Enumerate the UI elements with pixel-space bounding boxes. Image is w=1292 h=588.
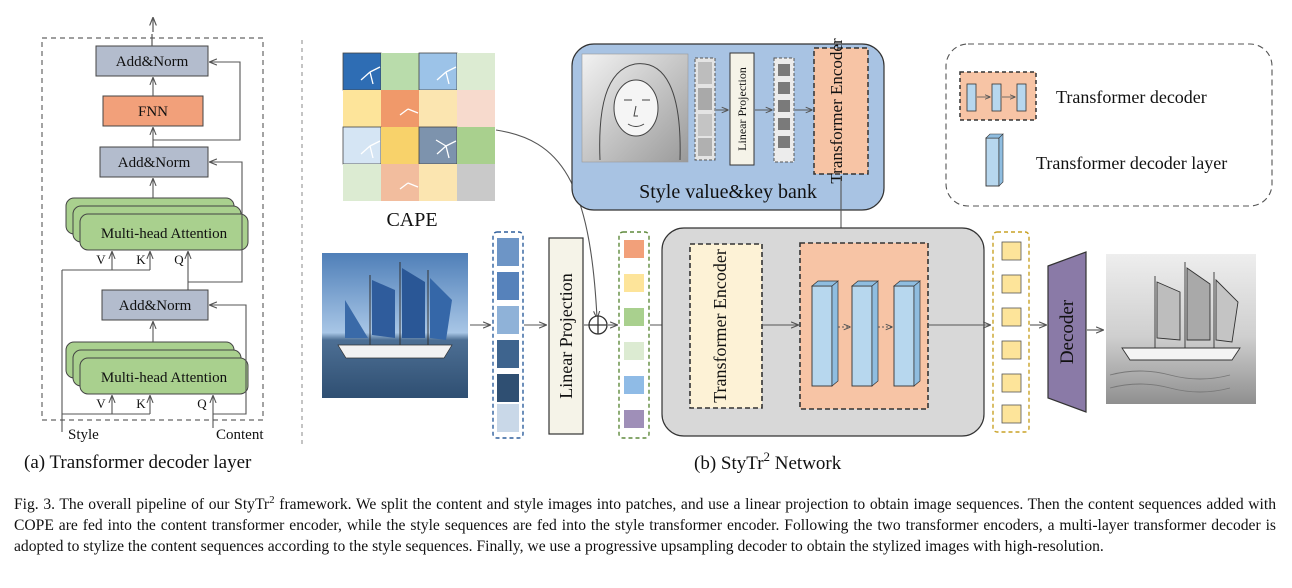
add-norm-low [101, 289, 209, 321]
mha-low-label: Multi-head Attention [101, 370, 228, 386]
linear-projection-small [729, 52, 755, 166]
legend-decoder-label: Transformer decoder [1056, 87, 1207, 107]
cape-grid: CAPE [342, 52, 495, 231]
network-panel: CAPE Linear Projection Transformer Encod… [322, 38, 1273, 474]
add-norm-top [95, 45, 209, 77]
output-ship [1109, 262, 1241, 393]
mha-top [79, 213, 249, 251]
mha-top-label: Multi-head Attention [101, 226, 228, 242]
decoder-layers [811, 280, 921, 387]
fnn-label: FNN [138, 104, 168, 120]
k-low-label: K [136, 396, 146, 411]
add-norm-mid-label: Add&Norm [118, 155, 191, 171]
q-low-label: Q [197, 396, 207, 411]
content-transformer-encoder [689, 243, 763, 409]
decoder-block [1047, 251, 1087, 413]
style-transformer-encoder [813, 47, 869, 175]
fnn-block [102, 95, 204, 127]
k-top-label: K [136, 252, 146, 267]
style-input-label: Style [68, 427, 99, 443]
cape-label: CAPE [386, 209, 437, 231]
figure-caption: Fig. 3. The overall pipeline of our StyT… [14, 494, 1277, 556]
mha-low [79, 357, 249, 395]
v-low-label: V [96, 396, 106, 411]
content-ship [337, 262, 453, 359]
content-input-label: Content [216, 427, 264, 443]
panel-a-caption: (a) Transformer decoder layer [24, 452, 252, 473]
add-norm-mid [99, 146, 209, 178]
add-norm-top-label: Add&Norm [116, 54, 189, 70]
style-bank-label: Style value&key bank [639, 181, 817, 203]
linear-projection-small-label: Linear Projection [735, 67, 749, 151]
pipeline-figure: Add&Norm FNN Add&Norm Multi-head Attenti… [24, 0, 1273, 474]
content-tokens [618, 231, 650, 439]
legend-layer-label: Transformer decoder layer [1036, 153, 1227, 173]
add-norm-low-label: Add&Norm [119, 298, 192, 314]
style-portrait-sketch [599, 63, 681, 161]
figure-number: Fig. 3. [14, 496, 56, 514]
transformer-encoder-main-label: Transformer Encoder [710, 249, 730, 403]
linear-projection-main-label: Linear Projection [556, 273, 576, 398]
linear-projection-main [548, 237, 584, 435]
legend-layer-swatch [985, 137, 1000, 187]
q-top-label: Q [174, 252, 184, 267]
decoder-layer-panel: Add&Norm FNN Add&Norm Multi-head Attenti… [24, 18, 264, 473]
transformer-encoder-small-label: Transformer Encoder [827, 38, 846, 184]
panel-b-caption: (b) StyTr2 Network [694, 449, 842, 474]
legend [945, 43, 1273, 207]
decoder-label: Decoder [1057, 299, 1078, 364]
v-top-label: V [96, 252, 106, 267]
output-tokens [992, 231, 1030, 433]
